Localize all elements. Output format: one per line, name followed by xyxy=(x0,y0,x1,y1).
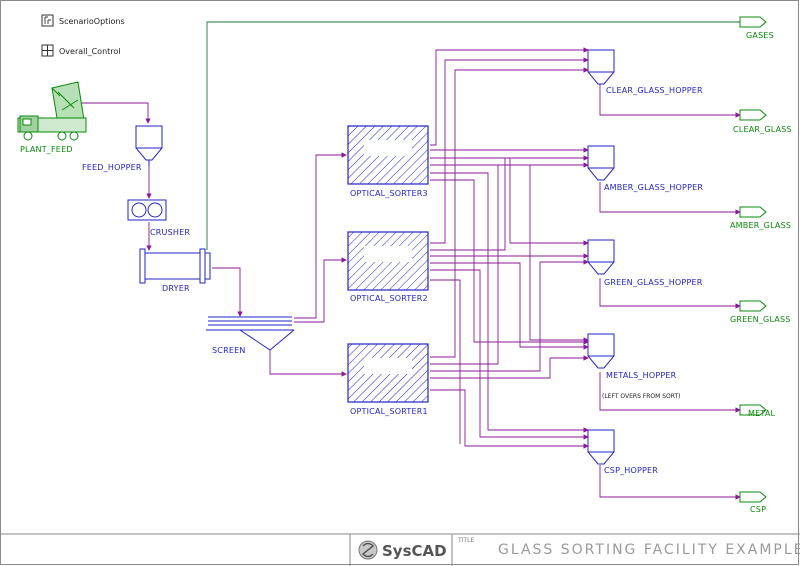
crusher-label: CRUSHER xyxy=(150,228,190,237)
optical-sorter-3[interactable]: OPTICAL_SORTER3 xyxy=(347,125,429,198)
stream-s2-csp[interactable] xyxy=(430,269,589,440)
scenario-options-label: ScenarioOptions xyxy=(59,17,125,26)
optical-sorter-2[interactable]: OPTICAL_SORTER2 xyxy=(347,231,429,303)
product-green-glass[interactable]: GREEN_GLASS xyxy=(730,300,791,324)
drawing-title: GLASS SORTING FACILITY EXAMPLE xyxy=(498,542,800,558)
metals-hopper-label: METALS_HOPPER xyxy=(606,371,677,380)
stream-s3-clear[interactable] xyxy=(430,47,589,146)
stream-s2-amber[interactable] xyxy=(430,155,589,251)
stream-s1-green[interactable] xyxy=(430,259,589,372)
truck-icon xyxy=(17,81,87,141)
syscad-logo-text: SysCAD xyxy=(382,542,447,560)
amber-glass-hopper[interactable]: AMBER_GLASS_HOPPER xyxy=(587,145,703,192)
stream-s1-amber[interactable] xyxy=(430,162,589,365)
feed-hopper-label: FEED_HOPPER xyxy=(82,163,142,172)
stream-screen-sorter3[interactable] xyxy=(294,152,347,319)
clear-glass-hopper[interactable]: CLEAR_GLASS_HOPPER xyxy=(587,49,703,95)
streams xyxy=(72,47,741,500)
scenario-options-block[interactable]: ScenarioOptions xyxy=(41,14,125,27)
product-metal[interactable]: METAL xyxy=(739,404,775,418)
screen[interactable]: SCREEN xyxy=(206,316,295,355)
plant-feed-truck[interactable]: PLANT_FEED xyxy=(17,81,87,154)
stream-clear-out[interactable] xyxy=(599,84,741,118)
stream-green-out[interactable] xyxy=(599,278,741,309)
scenario-options-icon xyxy=(41,14,54,27)
screen-label: SCREEN xyxy=(212,346,246,355)
metals-hopper[interactable]: METALS_HOPPER (LEFT OVERS FROM SORT) xyxy=(587,333,681,400)
green-glass-hopper-label: GREEN_GLASS_HOPPER xyxy=(604,278,703,287)
syscad-logo: SysCAD xyxy=(358,540,447,560)
stream-s1-csp[interactable] xyxy=(430,389,589,449)
product-amber-glass-label: AMBER_GLASS xyxy=(730,221,791,230)
overall-control-label: Overall_Control xyxy=(59,47,121,56)
title-block: SysCAD TITLE GLASS SORTING FACILITY EXAM… xyxy=(0,533,800,566)
stream-s3-green[interactable] xyxy=(430,157,589,246)
amber-glass-hopper-label: AMBER_GLASS_HOPPER xyxy=(604,183,703,192)
feed-hopper[interactable]: FEED_HOPPER xyxy=(82,125,163,172)
product-csp[interactable]: CSP xyxy=(739,491,767,514)
stream-csp-out[interactable] xyxy=(599,465,741,500)
product-clear-glass[interactable]: CLEAR_GLASS xyxy=(733,109,792,134)
crusher-roll-left-icon xyxy=(131,202,147,218)
stream-screen-sorter1[interactable] xyxy=(269,350,347,377)
product-metal-label: METAL xyxy=(748,409,775,418)
stream-s3-csp[interactable] xyxy=(430,172,589,433)
stream-s1-metals[interactable] xyxy=(430,355,589,379)
optical-sorter-1-label: OPTICAL_SORTER1 xyxy=(350,407,428,416)
product-gases-label: GASES xyxy=(746,31,774,40)
product-amber-glass[interactable]: AMBER_GLASS xyxy=(730,206,791,230)
stream-screen-sorter2[interactable] xyxy=(294,257,347,323)
product-green-glass-label: GREEN_GLASS xyxy=(730,315,791,324)
stream-s3-metals[interactable] xyxy=(430,164,589,343)
csp-hopper[interactable]: CSP_HOPPER xyxy=(587,429,658,475)
product-gases[interactable]: GASES xyxy=(739,16,774,40)
clear-glass-hopper-label: CLEAR_GLASS_HOPPER xyxy=(606,86,703,95)
dryer[interactable]: DRYER xyxy=(139,248,211,293)
product-csp-label: CSP xyxy=(750,505,766,514)
stream-s2-metals[interactable] xyxy=(430,262,589,350)
stream-dryer-screen[interactable] xyxy=(212,267,243,317)
csp-hopper-label: CSP_HOPPER xyxy=(604,466,658,475)
optical-sorter-2-label: OPTICAL_SORTER2 xyxy=(350,294,428,303)
title-caption: TITLE xyxy=(457,537,474,544)
stream-amber-out[interactable] xyxy=(599,182,741,215)
optical-sorter-3-label: OPTICAL_SORTER3 xyxy=(350,189,428,198)
plant-feed-label: PLANT_FEED xyxy=(20,145,73,154)
stream-feed[interactable] xyxy=(72,102,151,124)
stream-s2-clear[interactable] xyxy=(430,57,589,244)
crusher[interactable]: CRUSHER xyxy=(127,199,190,237)
stream-gases[interactable] xyxy=(206,21,740,250)
dryer-label: DRYER xyxy=(162,284,190,293)
stream-metal-out[interactable] xyxy=(599,372,741,413)
stream-s1-clear[interactable] xyxy=(430,67,589,358)
left-overs-note: (LEFT OVERS FROM SORT) xyxy=(602,393,681,400)
optical-sorter-1[interactable]: OPTICAL_SORTER1 xyxy=(347,343,429,416)
crusher-roll-right-icon xyxy=(147,202,163,218)
green-glass-hopper[interactable]: GREEN_GLASS_HOPPER xyxy=(587,239,703,287)
product-clear-glass-label: CLEAR_GLASS xyxy=(733,125,792,134)
overall-control-block[interactable]: Overall_Control xyxy=(41,44,121,57)
